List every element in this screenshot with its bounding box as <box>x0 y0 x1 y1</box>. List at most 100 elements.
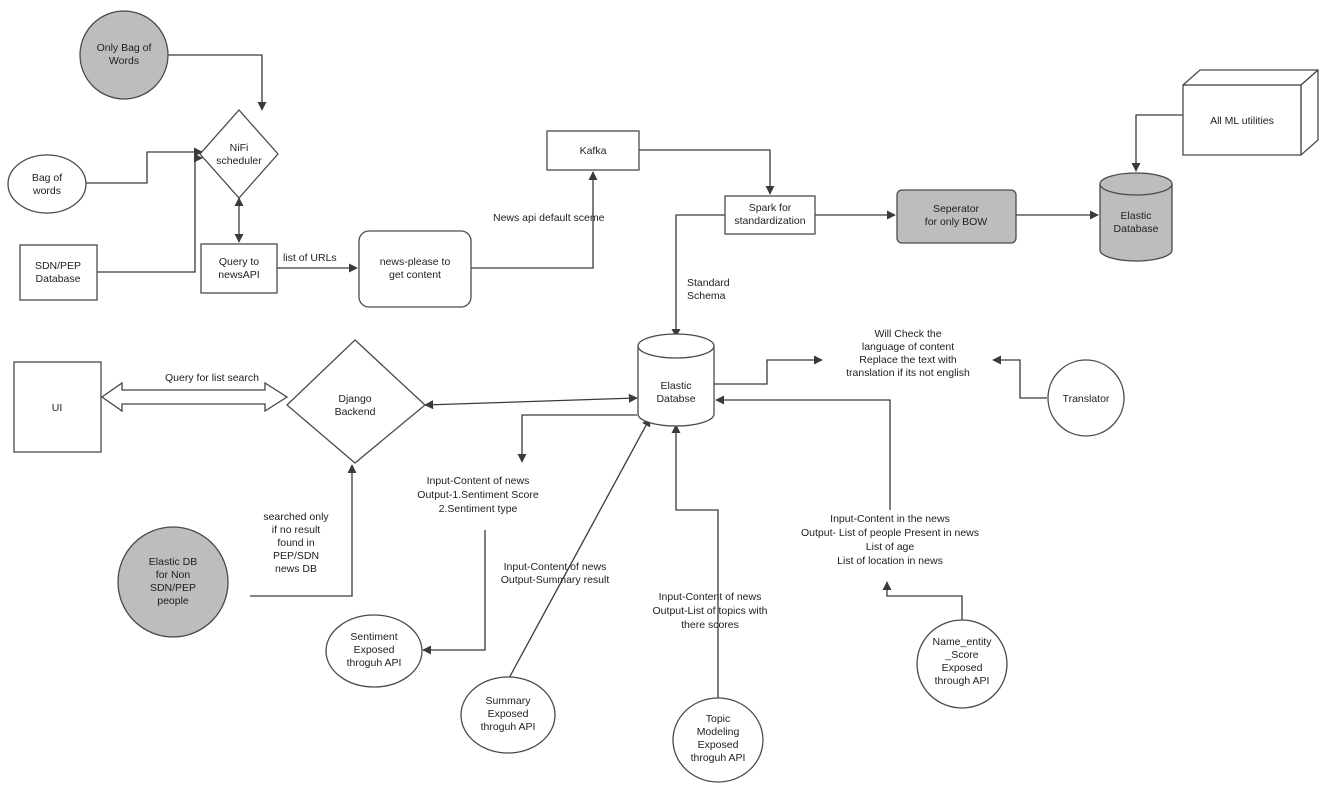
topic-io-line-2: Output-List of topics with <box>653 605 768 617</box>
standard-schema-line-2: Schema <box>687 290 726 302</box>
edge-ner-loop-to-db <box>715 395 891 510</box>
searched-line-2: if no result <box>272 524 321 536</box>
ner-line-1: Name_entity <box>933 636 993 648</box>
elastic-center-line-2: Databse <box>656 393 695 405</box>
summary-line-1: Summary <box>486 695 532 707</box>
elastic-top-line-2: Database <box>1114 223 1159 235</box>
topic-line-3: Exposed <box>698 739 739 751</box>
elastic-center-line-1: Elastic <box>661 380 692 392</box>
edge-nonsdn-to-django <box>250 464 357 597</box>
summary-io-line-2: Output-Summary result <box>501 574 610 586</box>
edge-translator-to-language-check <box>992 355 1047 399</box>
edge-ui-django-double-arrow <box>100 381 289 413</box>
translator-node: Translator <box>1047 359 1125 437</box>
language-line-4: translation if its not english <box>846 367 970 379</box>
nonsdn-line-4: people <box>157 595 189 607</box>
searched-line-1: searched only <box>263 511 329 523</box>
ner-io-line-3: List of age <box>866 541 915 553</box>
bag-of-words-line-2: words <box>32 185 61 197</box>
bag-of-words-line-1: Bag of <box>32 172 62 184</box>
nifi-line-2: scheduler <box>216 155 262 167</box>
kafka-node: Kafka <box>546 130 640 171</box>
sentiment-line-3: throguh API <box>347 657 402 669</box>
summary-line-3: throguh API <box>481 721 536 733</box>
nonsdn-line-1: Elastic DB <box>149 556 197 568</box>
topic-line-1: Topic <box>706 713 731 725</box>
ner-io-line-4: List of location in news <box>837 555 943 567</box>
spark-line-1: Spark for <box>749 202 792 214</box>
sdn-db-line-1: SDN/PEP <box>35 260 81 272</box>
summary-line-2: Exposed <box>488 708 529 720</box>
edge-only-bow-to-nifi <box>163 54 267 111</box>
searched-line-5: news DB <box>275 563 317 575</box>
sentiment-io-line-3: 2.Sentiment type <box>439 503 518 515</box>
ner-line-4: through API <box>935 675 990 687</box>
sentiment-io-line-1: Input-Content of news <box>427 475 530 487</box>
translator-label: Translator <box>1063 393 1110 405</box>
edge-ner-to-io <box>882 581 963 620</box>
news-api-schema-label: News api default sceme <box>493 212 605 224</box>
language-line-2: language of content <box>862 341 954 353</box>
edge-db-to-language-check <box>713 355 823 385</box>
topic-io-line-1: Input-Content of news <box>659 591 762 603</box>
searched-line-3: found in <box>277 537 315 549</box>
only-bow-line-1: Only Bag of <box>97 42 152 54</box>
topic-io-line-3: there scores <box>681 619 739 631</box>
annotations: list of URLs News api default sceme Stan… <box>165 212 979 631</box>
query-list-search-label: Query for list search <box>165 372 259 384</box>
only-bow-line-2: Words <box>109 55 139 67</box>
edges <box>85 54 1183 700</box>
news-please-line-2: get content <box>389 269 441 281</box>
edge-bag-of-words-to-nifi <box>85 147 203 184</box>
edge-sentiment-return <box>422 530 486 655</box>
list-of-urls-label: list of URLs <box>283 252 337 264</box>
ner-io-line-1: Input-Content in the news <box>830 513 950 525</box>
sdn-db-line-2: Database <box>36 273 81 285</box>
edge-db-to-sentiment <box>517 414 637 463</box>
summary-io-line-1: Input-Content of news <box>504 561 607 573</box>
sentiment-line-1: Sentiment <box>350 631 397 643</box>
language-line-1: Will Check the <box>874 328 941 340</box>
language-line-3: Replace the text with <box>859 354 957 366</box>
ner-line-3: Exposed <box>942 662 983 674</box>
edge-summary-to-db <box>507 417 651 681</box>
edge-ml-to-elastic <box>1131 114 1183 172</box>
edge-django-to-center-db <box>424 393 638 410</box>
edge-sdn-db-to-nifi <box>97 153 203 273</box>
topic-line-2: Modeling <box>697 726 740 738</box>
django-line-2: Backend <box>335 406 376 418</box>
separator-line-2: for only BOW <box>925 216 988 228</box>
edge-kafka-to-spark <box>639 149 775 195</box>
ner-io-line-2: Output- List of people Present in news <box>801 527 979 539</box>
searched-line-4: PEP/SDN <box>273 550 319 562</box>
separator-line-1: Seperator <box>933 203 980 215</box>
django-line-1: Django <box>338 393 371 405</box>
